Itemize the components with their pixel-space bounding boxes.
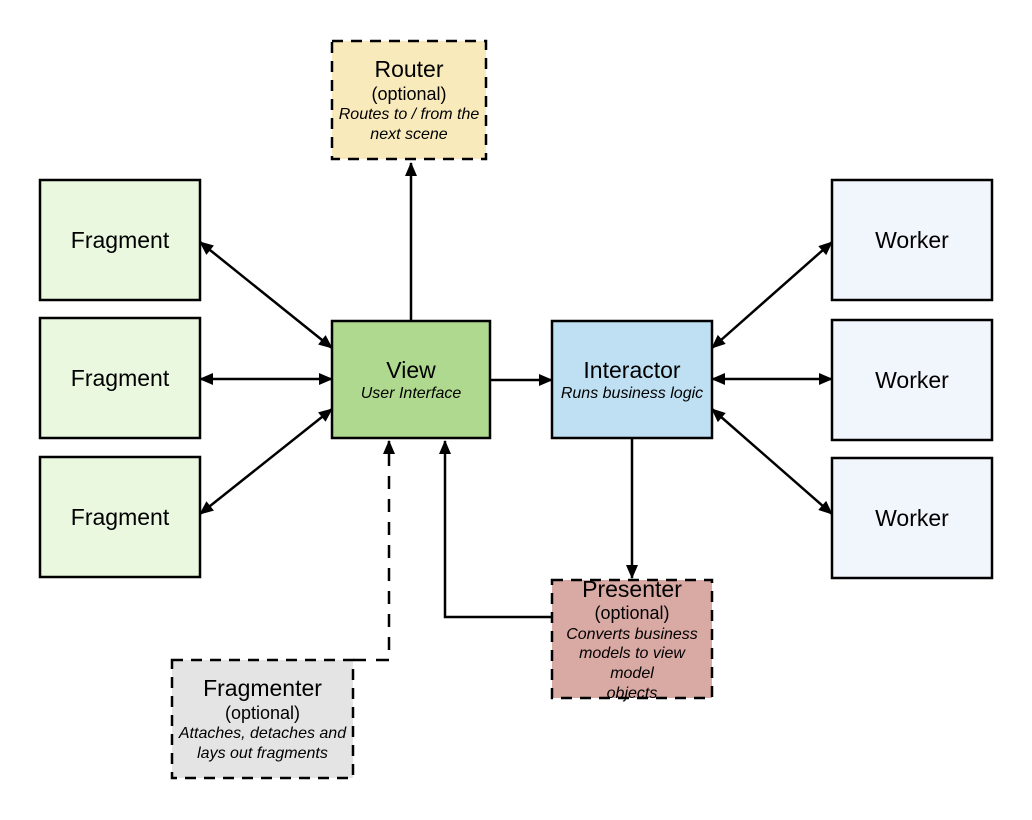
edge-presenter-to-view [439,440,552,619]
edge-interactor-worker-1 [711,241,833,349]
node-rect-router [330,39,488,161]
edge-fragmenter-to-view [353,440,395,662]
node-rect-worker-2 [830,318,994,442]
node-rect-fragment-2 [38,316,202,440]
edge-view-fragment-3 [199,408,333,515]
node-rect-view [330,319,492,440]
edge-view-fragment-1 [199,241,333,349]
node-rect-worker-3 [830,456,994,580]
node-rect-worker-1 [830,178,994,302]
node-rect-fragment-1 [38,178,202,302]
node-rect-fragmenter [170,658,355,780]
node-rect-presenter [550,578,714,700]
node-rect-fragment-3 [38,455,202,579]
edge-interactor-worker-3 [711,408,833,515]
node-rect-interactor [550,319,714,440]
